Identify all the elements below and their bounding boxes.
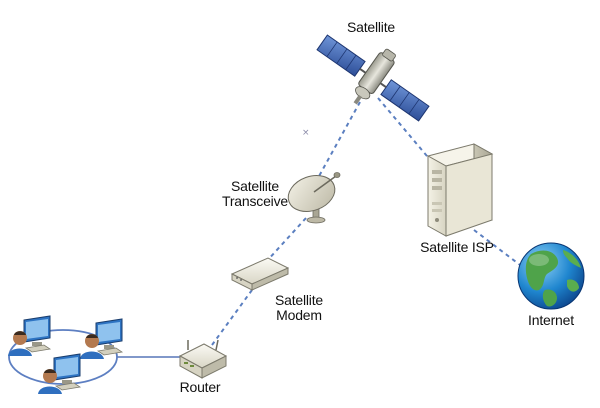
server-tower-icon xyxy=(426,143,494,237)
label-transceiver-line1: Satellite xyxy=(230,178,279,194)
user-workstation-icon xyxy=(38,353,82,394)
link-isp-to-internet xyxy=(473,229,525,269)
label-satellite-isp: Satellite ISP xyxy=(420,239,494,255)
label-satellite-modem: Satellite Modem xyxy=(264,293,334,323)
satellite-icon xyxy=(316,34,430,122)
link-modem-to-router xyxy=(211,289,253,346)
label-satellite: Satellite xyxy=(346,19,395,35)
stray-marker: × xyxy=(302,128,310,138)
label-internet: Internet xyxy=(528,312,574,328)
router-icon xyxy=(178,339,228,379)
globe-icon xyxy=(517,242,585,310)
satellite-dish-icon xyxy=(287,172,341,224)
label-transceiver-line2: Transceive xyxy=(222,193,288,209)
link-satellite-to-isp xyxy=(377,97,433,163)
links xyxy=(117,97,525,358)
link-satellite-to-transceiver xyxy=(317,101,361,179)
label-router: Router xyxy=(179,379,221,395)
modem-icon xyxy=(230,257,290,291)
user-workstation-icon xyxy=(8,315,52,356)
label-satellite-transceiver: Satellite Transceive xyxy=(214,179,296,209)
link-transceiver-to-modem xyxy=(265,217,307,263)
label-modem-line2: Modem xyxy=(276,307,322,323)
user-workstation-icon xyxy=(80,318,124,359)
label-modem-line1: Satellite xyxy=(274,292,323,308)
